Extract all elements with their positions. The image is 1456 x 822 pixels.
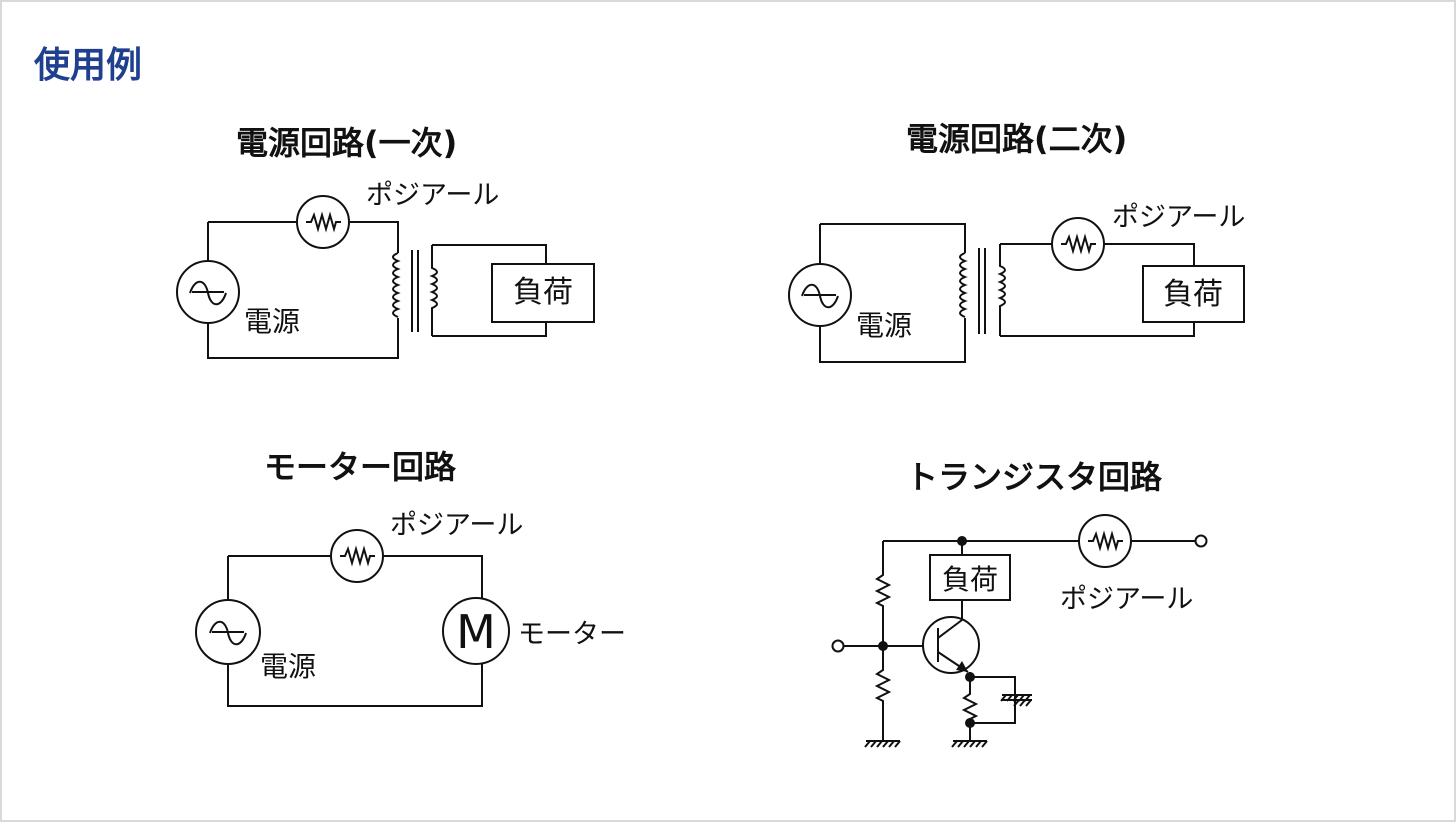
posistor-label: ポジアール [1112,202,1245,233]
input-terminal [831,639,845,653]
secondary-wire [432,244,547,337]
transformer-primary-coil [392,252,401,318]
motor-circuit: 電源 ポジアール M モーター [195,510,626,707]
bias-resistor-bottom [874,646,892,740]
source-label: 電源 [856,309,912,342]
page-title: 使用例 [34,45,143,86]
posistor-icon [330,529,384,583]
motor-label: モーター [518,619,626,650]
motor-circuit-title: モーター回路 [264,448,457,486]
ac-source-icon [176,260,240,324]
primary-wire [207,221,399,359]
primary-circuit: 電源 ポジアール 負荷 [176,180,595,359]
bias-resistor-top [874,541,892,646]
motor-wire [227,555,483,707]
transformer-primary-coil [959,252,968,318]
ac-source-icon [195,599,261,665]
emitter-resistor [961,677,979,740]
transistor-circuit-title: トランジスタ回路 [906,458,1163,496]
transformer-core [978,248,986,334]
posistor-icon [1051,217,1105,271]
load-box [929,554,1011,601]
load-label: 負荷 [1163,277,1223,312]
secondary-circuit: 電源 ポジアール 負荷 [788,202,1245,363]
load-label: 負荷 [513,275,573,310]
source-label: 電源 [244,305,300,338]
source-label: 電源 [260,650,316,683]
posistor-label: ポジアール [1060,584,1193,615]
posistor-label: ポジアール [366,180,499,211]
transistor-icon [922,616,980,674]
ground-icon [1000,694,1032,707]
posistor-label: ポジアール [390,510,523,541]
load-box [491,263,595,323]
ac-source-icon [788,263,852,327]
motor-icon: M [442,597,510,665]
output-terminal [1194,534,1208,548]
secondary-primary-wire [819,223,966,363]
motor-symbol: M [456,605,496,659]
transistor-circuit: ポジアール 負荷 [831,514,1208,748]
transformer-secondary-coil [997,244,1006,336]
secondary-wire [1000,243,1195,337]
transformer-core [411,250,419,332]
ground-icon [864,740,901,748]
primary-circuit-title: 電源回路(一次) [236,124,458,162]
posistor-icon [1078,514,1132,568]
load-label: 負荷 [942,563,998,596]
secondary-circuit-title: 電源回路(二次) [906,120,1128,158]
ground-icon [951,740,988,748]
load-box [1142,265,1245,323]
posistor-icon [296,195,350,249]
transformer-secondary-coil [429,245,438,336]
